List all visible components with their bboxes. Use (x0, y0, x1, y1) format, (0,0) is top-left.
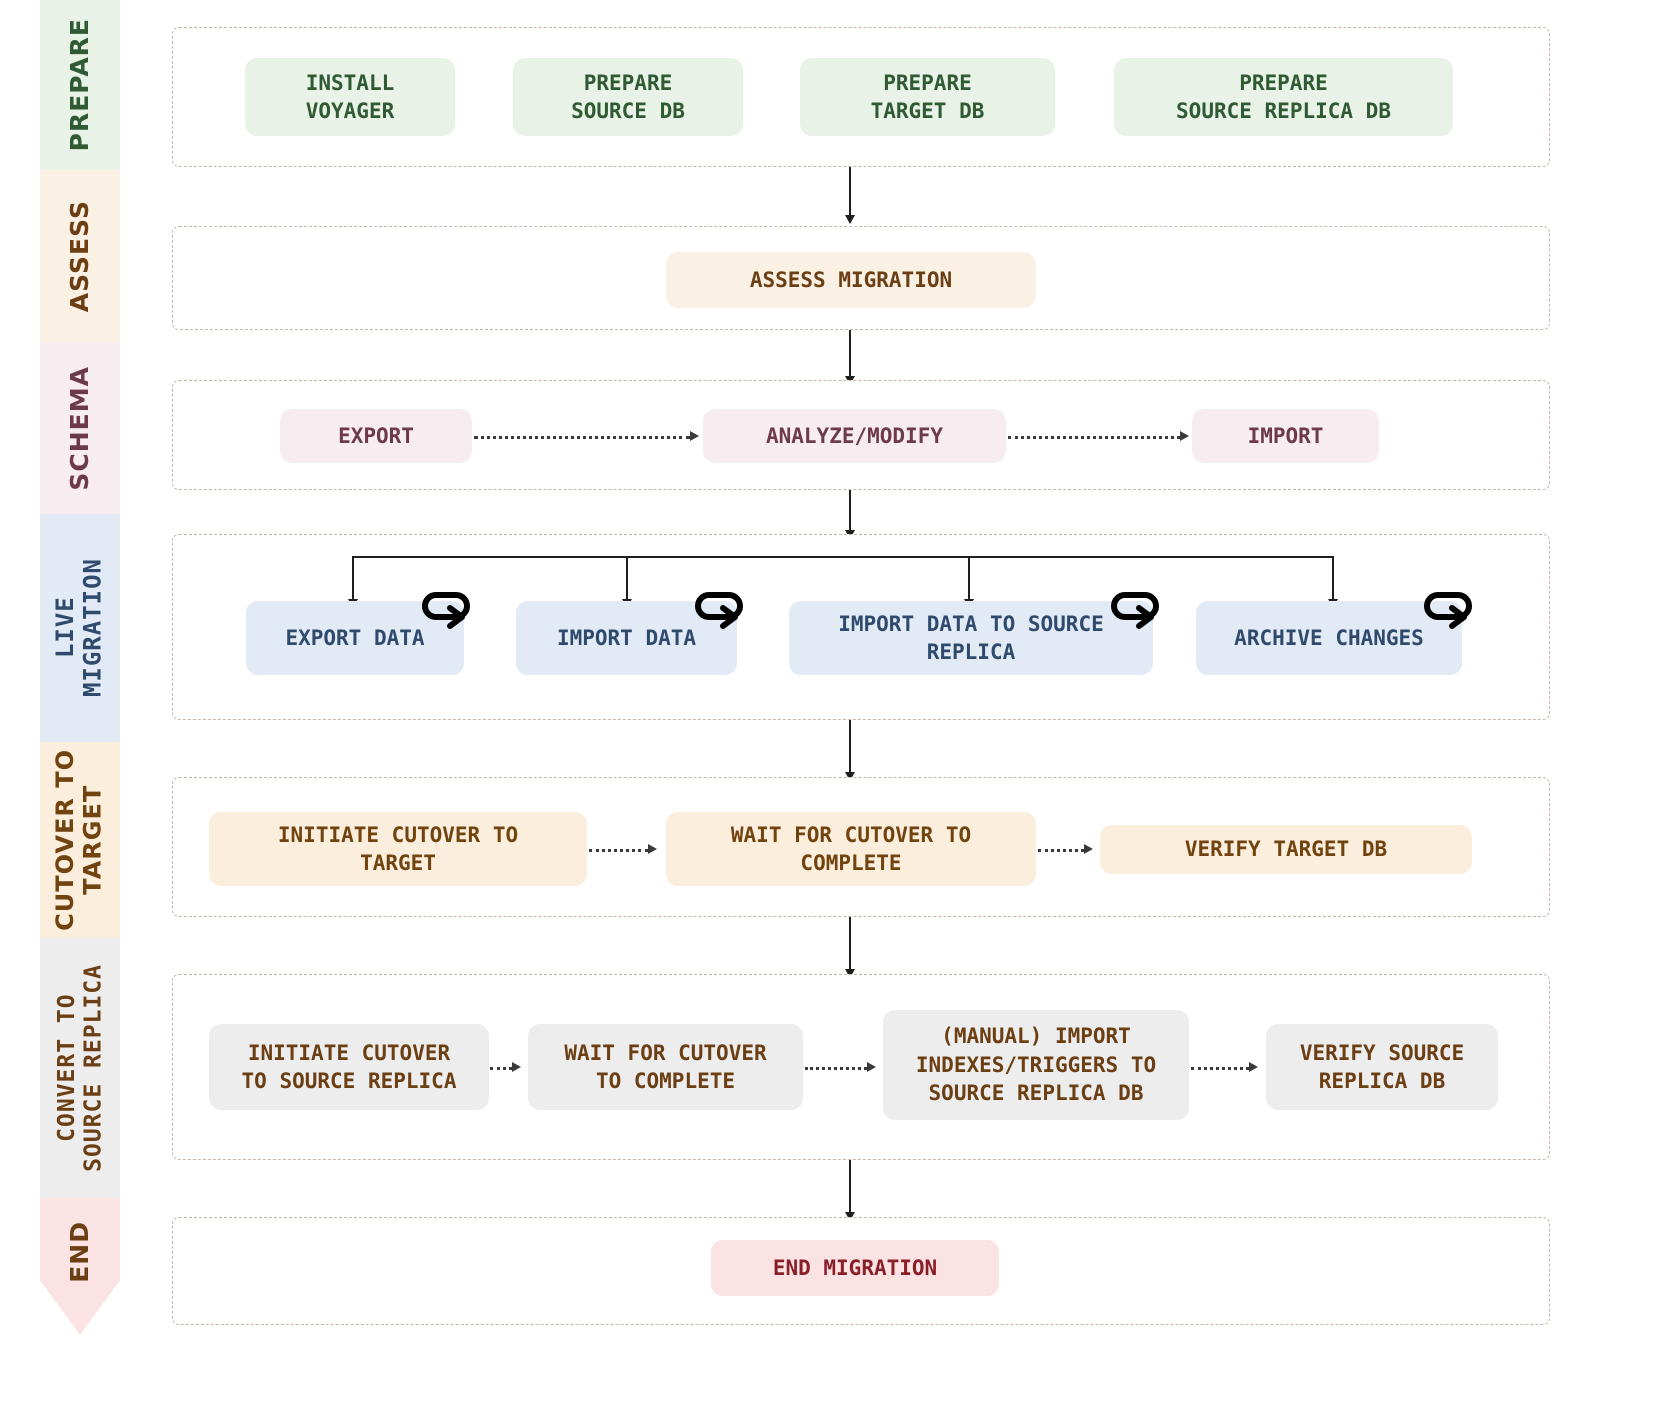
node-label: INSTALL VOYAGER (305, 70, 395, 123)
node-install-voyager[interactable]: INSTALL VOYAGER (245, 58, 455, 136)
node-wait-for-cutover-to-complete[interactable]: WAIT FOR CUTOVER TO COMPLETE (666, 812, 1036, 886)
connector-manual-import-to-verify-arrow (1249, 1062, 1258, 1072)
connector-initiate-replica-to-wait (490, 1067, 512, 1070)
node-label: ANALYZE/MODIFY (765, 423, 943, 448)
band-assess: ASSESS (40, 170, 120, 342)
band-label-convert-to-source-replica: CONVERT TO SOURCE REPLICA (53, 964, 106, 1172)
band-label-cutover-to-target: CUTOVER TO TARGET (51, 749, 107, 931)
connector-live-to-cutover-arrow (845, 772, 855, 781)
band-prepare: PREPARE (40, 0, 120, 170)
node-label: IMPORT (1247, 423, 1324, 448)
node-export[interactable]: EXPORT (280, 409, 472, 463)
node-assess-migration[interactable]: ASSESS MIGRATION (666, 252, 1036, 308)
connector-manual-import-to-verify (1191, 1067, 1249, 1070)
node-manual-import-indexes-triggers[interactable]: (MANUAL) IMPORT INDEXES/TRIGGERS TO SOUR… (883, 1010, 1189, 1120)
connector-wait-to-verify (1038, 849, 1084, 852)
node-prepare-source-replica-db[interactable]: PREPARE SOURCE REPLICA DB (1114, 58, 1453, 136)
connector-live-to-cutover (849, 720, 851, 774)
live-branch-1 (352, 556, 354, 601)
loop-icon-import-data-to-source-replica (1111, 592, 1159, 629)
connector-wait-to-manual-import-arrow (867, 1062, 876, 1072)
band-label-end: END (64, 1220, 94, 1283)
node-label: IMPORT DATA (556, 625, 697, 650)
loop-icon-import-data (695, 592, 743, 629)
node-prepare-source-db[interactable]: PREPARE SOURCE DB (513, 58, 743, 136)
stage-banner: PREPARE ASSESS SCHEMA LIVE MIGRATION CUT… (40, 0, 120, 1335)
node-label: INITIATE CUTOVER TO TARGET (277, 822, 519, 875)
connector-prepare-to-assess (849, 167, 851, 217)
node-initiate-cutover-to-target[interactable]: INITIATE CUTOVER TO TARGET (209, 812, 587, 886)
live-branch-2 (626, 556, 628, 601)
loop-icon-archive-changes (1424, 592, 1472, 629)
connector-analyze-to-import-arrow (1180, 431, 1189, 441)
node-label: PREPARE SOURCE DB (571, 70, 685, 123)
node-label: ASSESS MIGRATION (749, 267, 953, 292)
node-label: END MIGRATION (772, 1255, 938, 1280)
connector-schema-to-live (849, 490, 851, 532)
node-label: PREPARE TARGET DB (870, 70, 985, 123)
connector-analyze-to-import (1008, 436, 1180, 439)
band-cutover-to-target: CUTOVER TO TARGET (40, 742, 120, 938)
loop-icon-export-data (422, 592, 470, 629)
band-label-schema: SCHEMA (64, 365, 94, 491)
band-end: END (40, 1198, 120, 1335)
node-verify-target-db[interactable]: VERIFY TARGET DB (1100, 825, 1472, 874)
node-label: (MANUAL) IMPORT INDEXES/TRIGGERS TO SOUR… (915, 1024, 1157, 1106)
node-label: EXPORT DATA (285, 625, 425, 650)
node-label: IMPORT DATA TO SOURCE REPLICA (838, 611, 1104, 664)
connector-cutover-to-convert (849, 917, 851, 971)
node-label: PREPARE SOURCE REPLICA DB (1176, 70, 1391, 123)
connector-convert-to-end (849, 1160, 851, 1214)
node-archive-changes[interactable]: ARCHIVE CHANGES (1196, 601, 1462, 675)
connector-cutover-to-convert-arrow (845, 969, 855, 978)
band-label-assess: ASSESS (64, 199, 94, 313)
band-convert-to-source-replica: CONVERT TO SOURCE REPLICA (40, 938, 120, 1198)
connector-assess-to-schema (849, 330, 851, 378)
node-label: VERIFY TARGET DB (1184, 837, 1388, 862)
node-import-data-to-source-replica[interactable]: IMPORT DATA TO SOURCE REPLICA (789, 601, 1153, 675)
connector-initiate-replica-to-wait-arrow (512, 1062, 521, 1072)
band-label-live-migration: LIVE MIGRATION (51, 558, 107, 698)
connector-initiate-to-wait (589, 849, 648, 852)
connector-export-to-analyze (474, 436, 690, 439)
band-live-migration: LIVE MIGRATION (40, 514, 120, 742)
node-label: EXPORT (338, 423, 414, 448)
connector-convert-to-end-arrow (845, 1212, 855, 1221)
node-label: VERIFY SOURCE REPLICA DB (1299, 1040, 1465, 1093)
node-label: ARCHIVE CHANGES (1234, 625, 1424, 650)
live-migration-bus (352, 556, 1332, 558)
node-analyze-modify[interactable]: ANALYZE/MODIFY (703, 409, 1006, 463)
connector-wait-to-verify-arrow (1084, 844, 1093, 854)
node-wait-for-cutover-to-complete-2[interactable]: WAIT FOR CUTOVER TO COMPLETE (528, 1024, 803, 1110)
live-branch-3 (968, 556, 970, 601)
node-label: WAIT FOR CUTOVER TO COMPLETE (730, 822, 972, 875)
node-verify-source-replica-db[interactable]: VERIFY SOURCE REPLICA DB (1266, 1024, 1498, 1110)
node-initiate-cutover-to-source-replica[interactable]: INITIATE CUTOVER TO SOURCE REPLICA (209, 1024, 489, 1110)
node-import[interactable]: IMPORT (1192, 409, 1379, 463)
node-label: INITIATE CUTOVER TO SOURCE REPLICA (241, 1040, 457, 1093)
connector-initiate-to-wait-arrow (648, 844, 657, 854)
connector-prepare-to-assess-arrow (845, 215, 855, 224)
connector-export-to-analyze-arrow (690, 431, 699, 441)
node-label: WAIT FOR CUTOVER TO COMPLETE (564, 1040, 767, 1093)
band-schema: SCHEMA (40, 342, 120, 514)
node-prepare-target-db[interactable]: PREPARE TARGET DB (800, 58, 1055, 136)
connector-wait-to-manual-import (805, 1067, 867, 1070)
band-label-prepare: PREPARE (64, 18, 94, 152)
live-branch-4 (1332, 556, 1334, 601)
node-end-migration[interactable]: END MIGRATION (711, 1240, 999, 1296)
